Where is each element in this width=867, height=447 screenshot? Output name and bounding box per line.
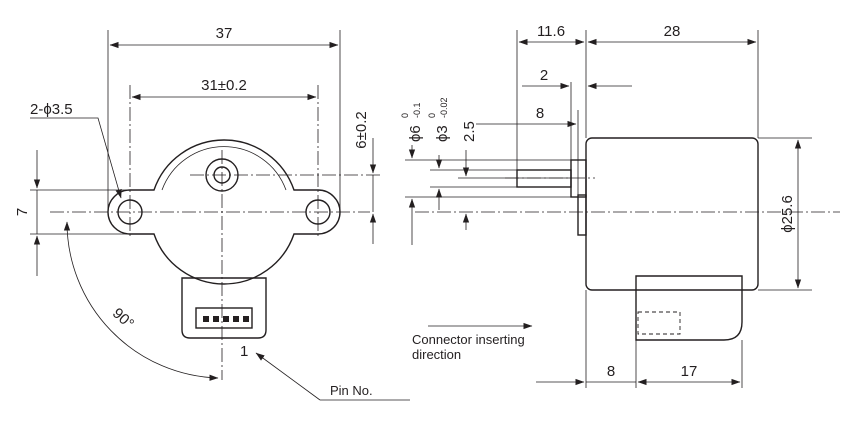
dim-hole-label: 2-ϕ3.5: [30, 101, 73, 118]
dim-connector-offset: 8: [607, 363, 615, 380]
svg-text:0: 0: [427, 113, 437, 118]
connector-pins: [195, 307, 253, 329]
svg-text:-0.1: -0.1: [412, 102, 422, 118]
dim-shaft-length: 11.6: [537, 23, 565, 40]
dim-overall-width: 37: [216, 25, 233, 42]
dim-shaft-offset: 6±0.2: [353, 111, 370, 148]
pin-number: 1: [240, 343, 248, 360]
dim-shaft-dia: ϕ6: [407, 125, 424, 142]
front-view: 37 31±0.2 2-ϕ3.5 7 6±0.2 90° 1 Pin No.: [14, 25, 410, 401]
dim-mounting-pitch: 31±0.2: [201, 77, 247, 94]
angle-arc: [63, 221, 219, 381]
svg-text:0: 0: [400, 113, 410, 118]
dim-hole-offset: 7: [14, 208, 31, 216]
connector-housing: [635, 275, 743, 341]
dim-flat-dia: ϕ3: [434, 125, 451, 142]
flange-plate: [577, 194, 587, 236]
dim-flat-depth: 2.5: [461, 121, 478, 142]
side-view: 11.6 28 2 8 ϕ6 0 -0.1 ϕ3 0 -0.02 2.5: [400, 23, 840, 388]
svg-text:-0.02: -0.02: [439, 97, 449, 118]
dim-body-dia: ϕ25.6: [779, 195, 796, 233]
connector-note-line2: direction: [412, 347, 461, 362]
dim-collar: 2: [540, 67, 548, 84]
body-rim: [161, 146, 287, 191]
dim-body-length: 28: [664, 23, 681, 40]
dim-connector-width: 17: [681, 363, 698, 380]
dim-angle: 90°: [109, 305, 137, 333]
shaft: [516, 169, 572, 188]
motor-body-side: [585, 137, 759, 291]
pin-label: Pin No.: [330, 383, 373, 398]
dim-flat-length: 8: [536, 105, 544, 122]
connector-note-line1: Connector inserting: [412, 332, 525, 347]
shaft-collar: [570, 159, 587, 198]
